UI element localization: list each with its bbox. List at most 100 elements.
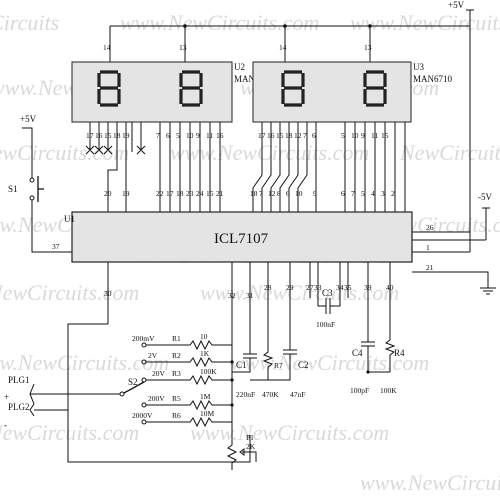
seven-segment-digit xyxy=(97,70,121,107)
pin-label: 11 xyxy=(371,131,378,140)
range-label: 200V xyxy=(148,394,165,403)
range-label: 2000V xyxy=(132,411,153,420)
pin-label: 16 xyxy=(216,131,224,140)
display-u3: U3 MAN6710 xyxy=(252,61,453,123)
watermark-text: www.NewCircuits.com xyxy=(0,420,139,445)
range-row: 2000V R6 10M xyxy=(132,409,232,428)
r7-value: 470K xyxy=(262,390,279,399)
plug-plus: + xyxy=(4,392,9,402)
c3-ref: C3 xyxy=(322,288,333,298)
pin-label: 3 xyxy=(381,189,385,198)
pin-label: 28 xyxy=(264,283,272,292)
pin-label: 21 xyxy=(216,189,224,198)
pin-label: 10 xyxy=(351,131,359,140)
watermark-text: www.NewCircuits.com xyxy=(120,10,319,35)
r4-ref: R4 xyxy=(394,348,405,358)
r4-value: 100K xyxy=(380,386,397,395)
resistor-value: 10M xyxy=(200,409,215,418)
range-label: 2V xyxy=(148,351,158,360)
pin-label: 18 xyxy=(113,131,121,140)
pin-label: 34 xyxy=(336,283,344,292)
c1-ref: C1 xyxy=(236,360,247,370)
range-label: 200mV xyxy=(132,334,155,343)
pin-label: 6 xyxy=(166,131,170,140)
pin-label: 23 xyxy=(186,189,194,198)
watermark-text: NewCircuits xyxy=(0,10,59,35)
c4-value: 100pF xyxy=(350,386,369,395)
pin-label: 30 xyxy=(104,289,112,298)
seven-segment-digit xyxy=(363,70,387,107)
pin-label: 9 xyxy=(313,189,317,198)
pin-label: 6 xyxy=(312,131,316,140)
pin-label: 18 xyxy=(285,131,293,140)
pin-label: 5 xyxy=(341,131,345,140)
watermark-text: www.NewCircuits.com xyxy=(0,280,139,305)
watermark-text: www.NewCircuits.com xyxy=(230,350,429,375)
plug2-ref: PLG2 xyxy=(8,402,30,412)
c4-ref: C4 xyxy=(352,348,363,358)
display-u2: U2 MAN xyxy=(71,61,256,123)
pin-label: 37 xyxy=(52,242,60,251)
pin-label: 26 xyxy=(426,223,434,232)
pin-label: 24 xyxy=(196,189,204,198)
pin-label: 13 xyxy=(364,43,372,52)
watermark-text: www.NewCircuits.com xyxy=(0,350,169,375)
pin-label: 1 xyxy=(426,243,430,252)
pin-label: 5 xyxy=(361,189,365,198)
seven-segment-digit xyxy=(179,70,203,107)
switch-s2-ref: S2 xyxy=(128,377,138,387)
range-selector: 30 200mV R1 10 2V R2 1K 20V R3 100K 200V xyxy=(30,262,251,463)
range-row: 2V R2 1K xyxy=(141,349,232,368)
watermark-text: www.NewCircuits.com xyxy=(350,10,500,35)
ic-top-pin-labels: 20 19 22 17 18 23 24 15 21 6 7 5 4 3 2 xyxy=(104,189,395,198)
pin-label: 11 xyxy=(206,131,213,140)
pot-ref: P1 xyxy=(246,433,254,442)
c2-ref: C2 xyxy=(298,360,309,370)
pin-label: 17 xyxy=(166,189,174,198)
ic-icl7107: U1 ICL7107 xyxy=(64,211,413,263)
resistor-ref: R1 xyxy=(172,334,181,343)
pin-label: 4 xyxy=(371,189,375,198)
pin-label: 32 xyxy=(228,291,236,300)
pin-label: 16 xyxy=(267,131,275,140)
plug-minus: - xyxy=(4,420,7,430)
pin-label: 15 xyxy=(206,189,214,198)
seven-segment-digit xyxy=(281,70,305,107)
resistor-value: 10 xyxy=(200,332,208,341)
display-u2-ref: U2 xyxy=(234,62,245,72)
switch-s1: +5V S1 37 xyxy=(8,114,72,253)
pin-label: 15 xyxy=(276,131,284,140)
pin-label: 10 xyxy=(186,131,194,140)
pin-label: 7 xyxy=(156,131,160,140)
pin-label: 19 xyxy=(122,131,130,140)
ic-name: ICL7107 xyxy=(214,231,269,247)
pin-label: 8 xyxy=(277,189,281,198)
pin-label: 31 xyxy=(246,291,254,300)
pin-label: 15 xyxy=(381,131,389,140)
pin-label: 39 xyxy=(364,283,372,292)
display-u2-part: MAN xyxy=(234,74,256,84)
pin-label: 17 xyxy=(86,131,94,140)
pin-label: 18 xyxy=(250,189,258,198)
potentiometer-p1: P1 2K xyxy=(226,433,257,470)
ic-ref: U1 xyxy=(64,214,75,224)
pin-label: 9 xyxy=(361,131,365,140)
pin-label: 9 xyxy=(196,131,200,140)
resistor-value: 100K xyxy=(200,367,217,376)
c2-value: 47nF xyxy=(290,390,305,399)
pin-label: 19 xyxy=(122,189,130,198)
ic-right-connections: -5V 26 1 21 xyxy=(412,192,496,295)
resistor-ref: R6 xyxy=(172,411,181,420)
pin-label: 35 xyxy=(344,283,352,292)
resistor-ref: R5 xyxy=(172,394,181,403)
resistor-value: 1M xyxy=(200,392,211,401)
left-display-bus: 17 16 15 18 19 7 6 5 10 9 11 16 xyxy=(85,122,224,212)
supply-rail-top: +5V 14 13 14 13 xyxy=(103,0,474,252)
pin-label: 14 xyxy=(279,43,287,52)
pin-label: 10 xyxy=(295,189,303,198)
pin-label: 29 xyxy=(286,283,294,292)
pin-label: 17 xyxy=(258,131,266,140)
range-row: 20V R3 100K xyxy=(141,367,232,386)
resistor-value: 1K xyxy=(200,349,210,358)
pin-label: 16 xyxy=(95,131,103,140)
